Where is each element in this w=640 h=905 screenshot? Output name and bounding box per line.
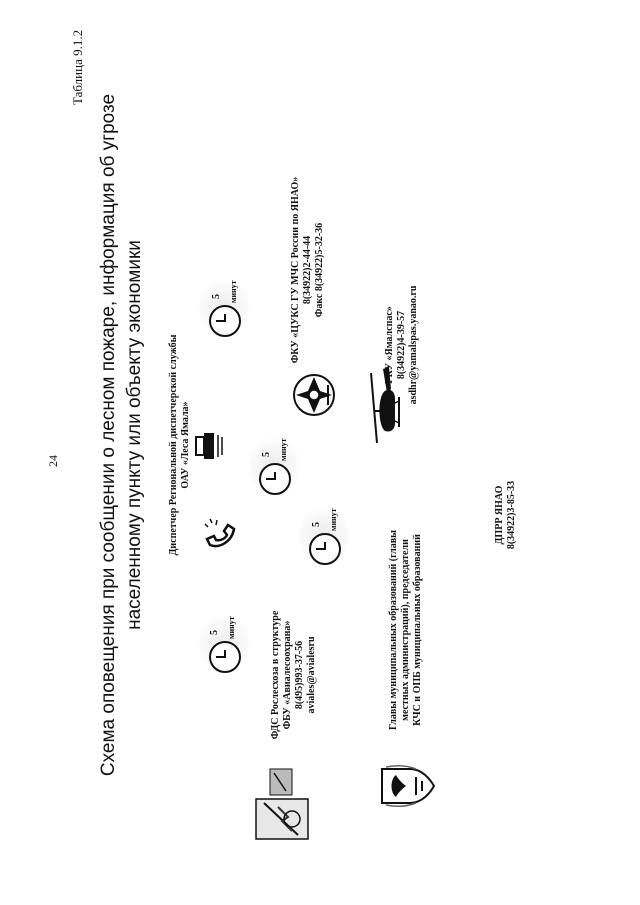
- title-line-2: населенному пункту или объекту экономики: [124, 240, 145, 630]
- clock-label: минут: [279, 438, 288, 461]
- page-number: 24: [46, 455, 60, 467]
- clock-value: 5: [261, 452, 272, 457]
- title-line-1: Схема оповещения при сообщении о лесном …: [98, 93, 119, 777]
- yanao-coat-of-arms-icon: [381, 764, 436, 808]
- clock-gku: 5 минут: [249, 425, 299, 501]
- regional-dispatch-block: Диспетчер Региональной диспетчерской слу…: [168, 315, 192, 575]
- clock-value: 5: [209, 630, 220, 635]
- clock-icon: [209, 641, 241, 673]
- clock-label: минут: [329, 508, 338, 531]
- heads-line-3: КЧС и ОПБ муниципальных образований: [412, 534, 423, 726]
- clock-icon: [209, 305, 241, 337]
- clock-heads: 5 минут: [299, 495, 349, 571]
- table-label: Таблица 9.1.2: [70, 29, 85, 105]
- scheme-title: Схема оповещения при сообщении о лесном …: [96, 25, 148, 845]
- fku-line-3: Факс 8(34922)5-32-36: [314, 222, 325, 318]
- phone-icon: [204, 518, 236, 548]
- regional-dispatch-line-1: Диспетчер Региональной диспетчерской слу…: [168, 334, 179, 556]
- clock-value: 5: [211, 294, 222, 299]
- fds-line-2: ФБУ «Авиалесоохрана»: [282, 620, 293, 730]
- fax-icon: [195, 433, 223, 459]
- fku-line-2: 8(34922)2-44-44: [302, 235, 313, 305]
- diprr-line-2: 8(34922)3-85-33: [506, 480, 517, 550]
- helicopter-icon: [370, 367, 400, 444]
- fku-block: ФКУ «ЦУКС ГУ МЧС России по ЯНАО» 8(34922…: [290, 175, 326, 365]
- diprr-block: ДПРР ЯНАО 8(34922)3-85-33: [494, 455, 518, 575]
- diprr-line-1: ДПРР ЯНАО: [494, 485, 505, 545]
- clock-icon: [309, 533, 341, 565]
- heads-line-2: местных администраций), председатели: [400, 539, 411, 721]
- fds-line-1: ФДС Рослесхоза в структуре: [270, 610, 281, 740]
- clock-icon: [259, 463, 291, 495]
- avialesookhrana-emblem-icon: [255, 768, 309, 840]
- fds-block: ФДС Рослесхоза в структуре ФБУ «Авиалесо…: [270, 590, 318, 760]
- clock-label: минут: [227, 616, 236, 639]
- clock-fds: 5 минут: [199, 603, 249, 679]
- gku-line-3: asdhr@yamalspas.yanao.ru: [408, 285, 419, 405]
- fds-line-4: aviales@avialesru: [306, 636, 317, 714]
- clock-value: 5: [311, 522, 322, 527]
- fds-line-3: 8(495)993-37-56: [294, 640, 305, 710]
- clock-fku: 5 минут: [199, 267, 249, 343]
- mchs-emblem-icon: [293, 374, 335, 416]
- fku-line-1: ФКУ «ЦУКС ГУ МЧС России по ЯНАО»: [290, 176, 301, 364]
- heads-block: Главы муниципальных образований (главы м…: [388, 505, 424, 755]
- clock-label: минут: [229, 280, 238, 303]
- heads-line-1: Главы муниципальных образований (главы: [388, 530, 399, 730]
